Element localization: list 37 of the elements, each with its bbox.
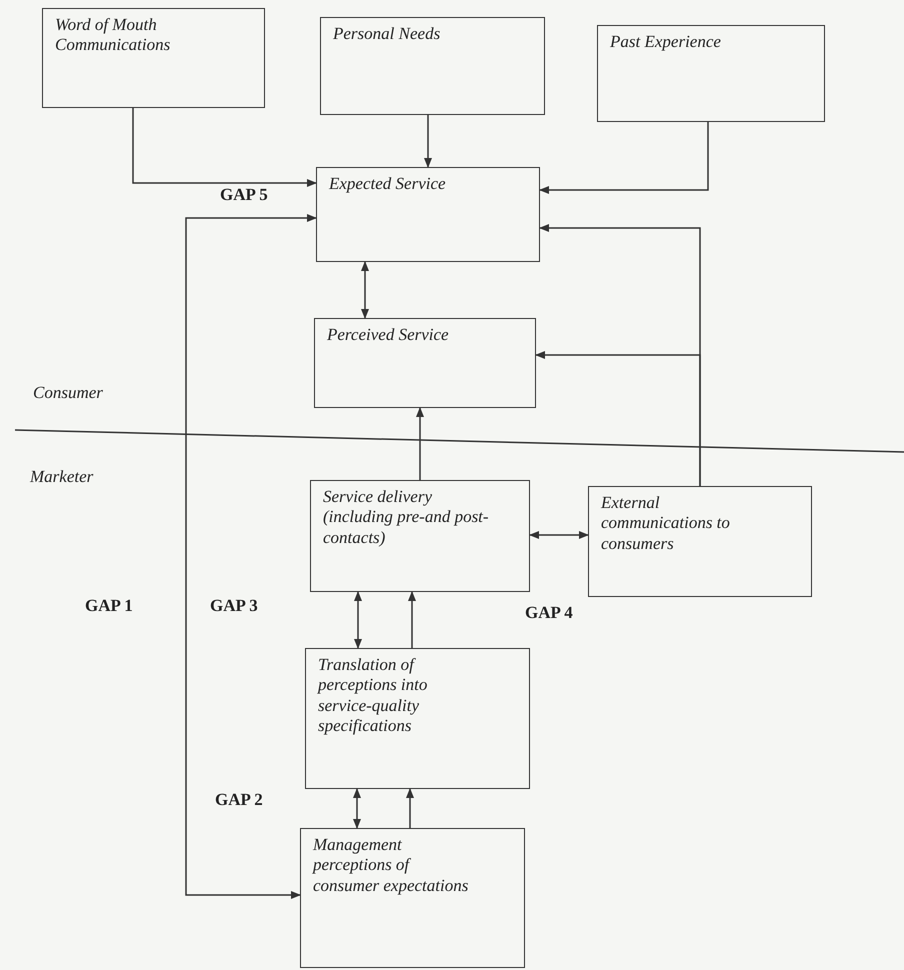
arrow	[408, 591, 416, 648]
box-label: Expected Service	[329, 174, 446, 194]
arrow	[416, 407, 424, 480]
gap-label: GAP 1	[85, 596, 133, 616]
box-label: Perceived Service	[327, 325, 449, 346]
zone-label: Marketer	[30, 467, 94, 487]
gap-label: GAP 3	[210, 596, 258, 616]
box-label: Service delivery (including pre-and post-contacts)	[323, 487, 490, 548]
gap-label: GAP 4	[525, 603, 573, 623]
arrow	[353, 788, 361, 829]
arrow	[406, 788, 414, 828]
gap-label: GAP 2	[215, 790, 263, 810]
arrow	[185, 214, 317, 899]
process-box	[588, 486, 812, 597]
box-label: Word of Mouth Communications	[55, 15, 172, 56]
process-box	[320, 17, 545, 115]
box-label: Personal Needs	[333, 24, 440, 44]
process-box	[300, 828, 525, 968]
arrow	[132, 108, 317, 187]
process-box	[305, 648, 530, 789]
process-box	[314, 318, 536, 408]
arrow	[354, 591, 362, 649]
box-label: Translation of perceptions into service-quality specifications	[318, 655, 428, 737]
process-box	[42, 8, 265, 108]
zone-label: Consumer	[33, 383, 103, 403]
arrow	[424, 115, 432, 168]
box-label: Management perceptions of consumer expectations	[313, 835, 470, 896]
box-label: Past Experience	[610, 32, 721, 52]
arrow	[361, 261, 369, 319]
gap-label: GAP 5	[220, 185, 268, 205]
process-box	[316, 167, 540, 262]
arrow	[539, 122, 709, 194]
process-box	[310, 480, 530, 592]
box-label: External communications to consumers	[601, 493, 731, 554]
arrow	[529, 531, 589, 539]
process-box	[597, 25, 825, 122]
arrow	[535, 351, 701, 486]
